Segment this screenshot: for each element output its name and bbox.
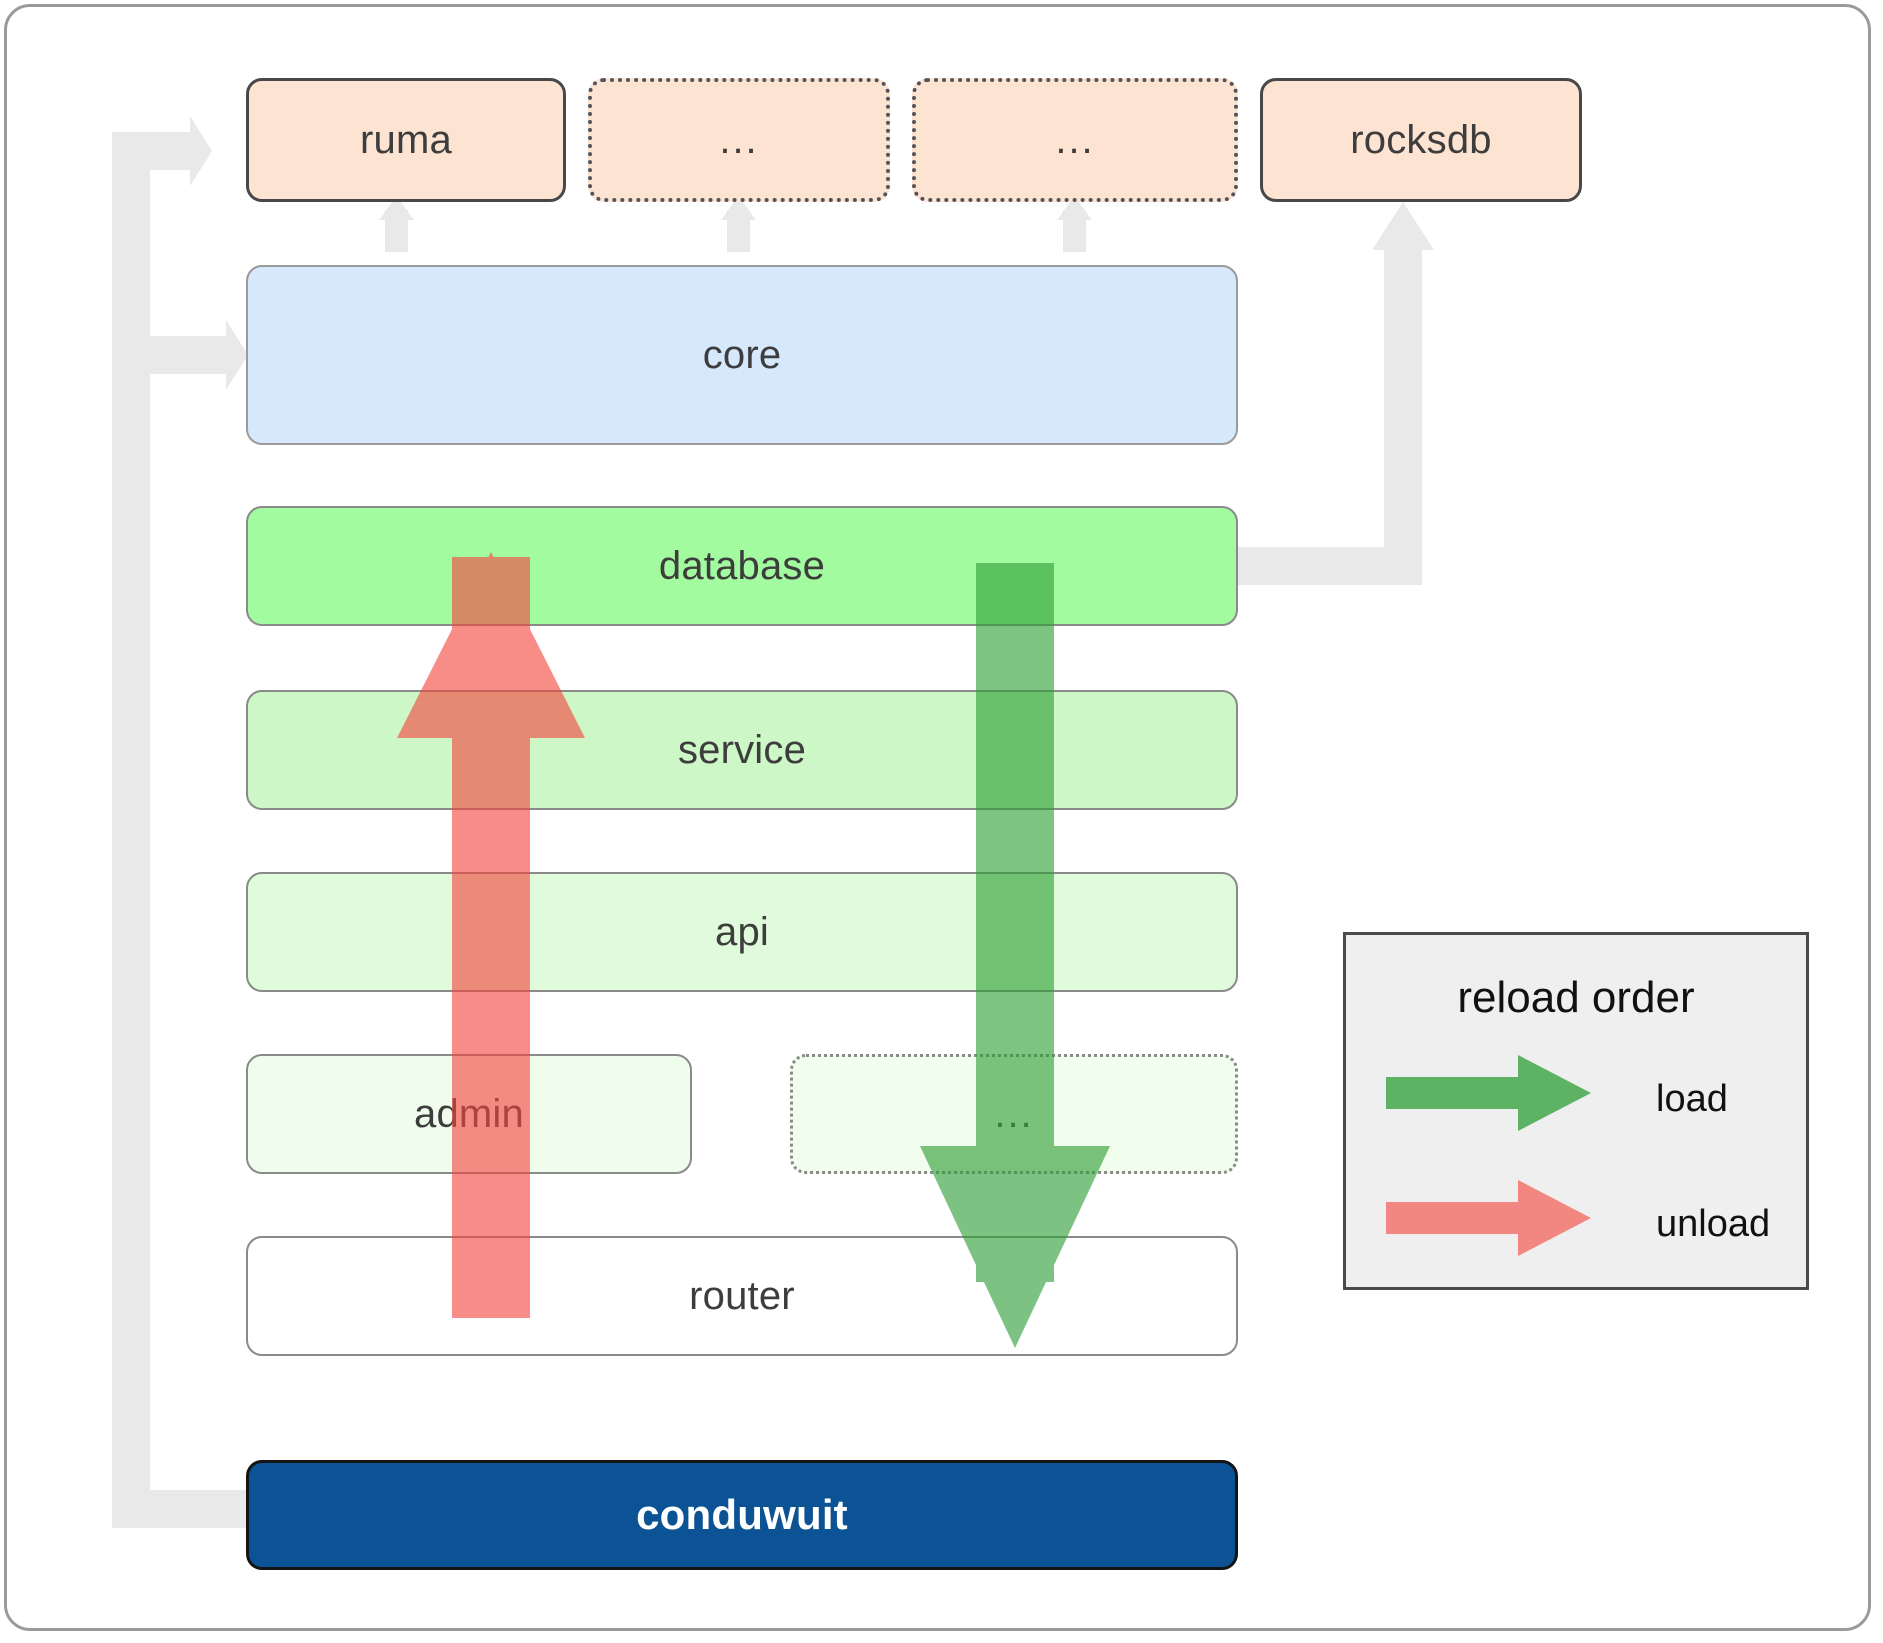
dependency-label: ruma [360,117,452,162]
legend-label-load: load [1656,1078,1728,1120]
root-label: conduwuit [636,1491,848,1538]
dependency-box-ellipsis-2[interactable]: ... [912,78,1238,202]
root-box-conduwuit[interactable]: conduwuit [246,1460,1238,1570]
legend-unload-arrow-icon [1386,1180,1591,1256]
layer-label: admin [414,1091,524,1136]
layer-box-api[interactable]: api [246,872,1238,992]
legend-title: reload order [1457,973,1695,1022]
dependency-box-rocksdb[interactable]: rocksdb [1260,78,1582,202]
dependency-label: ... [719,118,759,162]
layer-box-ellipsis[interactable]: ... [790,1054,1238,1174]
dependency-label: rocksdb [1350,117,1492,162]
dependency-box-ellipsis-1[interactable]: ... [588,78,890,202]
layer-box-admin[interactable]: admin [246,1054,692,1174]
legend-load-arrow-icon [1386,1055,1591,1131]
layer-box-database[interactable]: database [246,506,1238,626]
layer-box-core[interactable]: core [246,265,1238,445]
dependency-label: ... [1055,118,1095,162]
layer-label: router [689,1273,795,1318]
layer-label: service [677,727,807,772]
layer-label: api [715,909,769,954]
layer-label: core [702,332,782,377]
layer-box-router[interactable]: router [246,1236,1238,1356]
dependency-box-ruma[interactable]: ruma [246,78,566,202]
legend-arrow-icons [1386,1055,1591,1256]
layer-label: ... [994,1092,1034,1136]
legend-panel: reload order load unload [1343,932,1809,1290]
legend-label-unload: unload [1656,1203,1771,1245]
layer-box-service[interactable]: service [246,690,1238,810]
layer-label: database [658,543,826,588]
